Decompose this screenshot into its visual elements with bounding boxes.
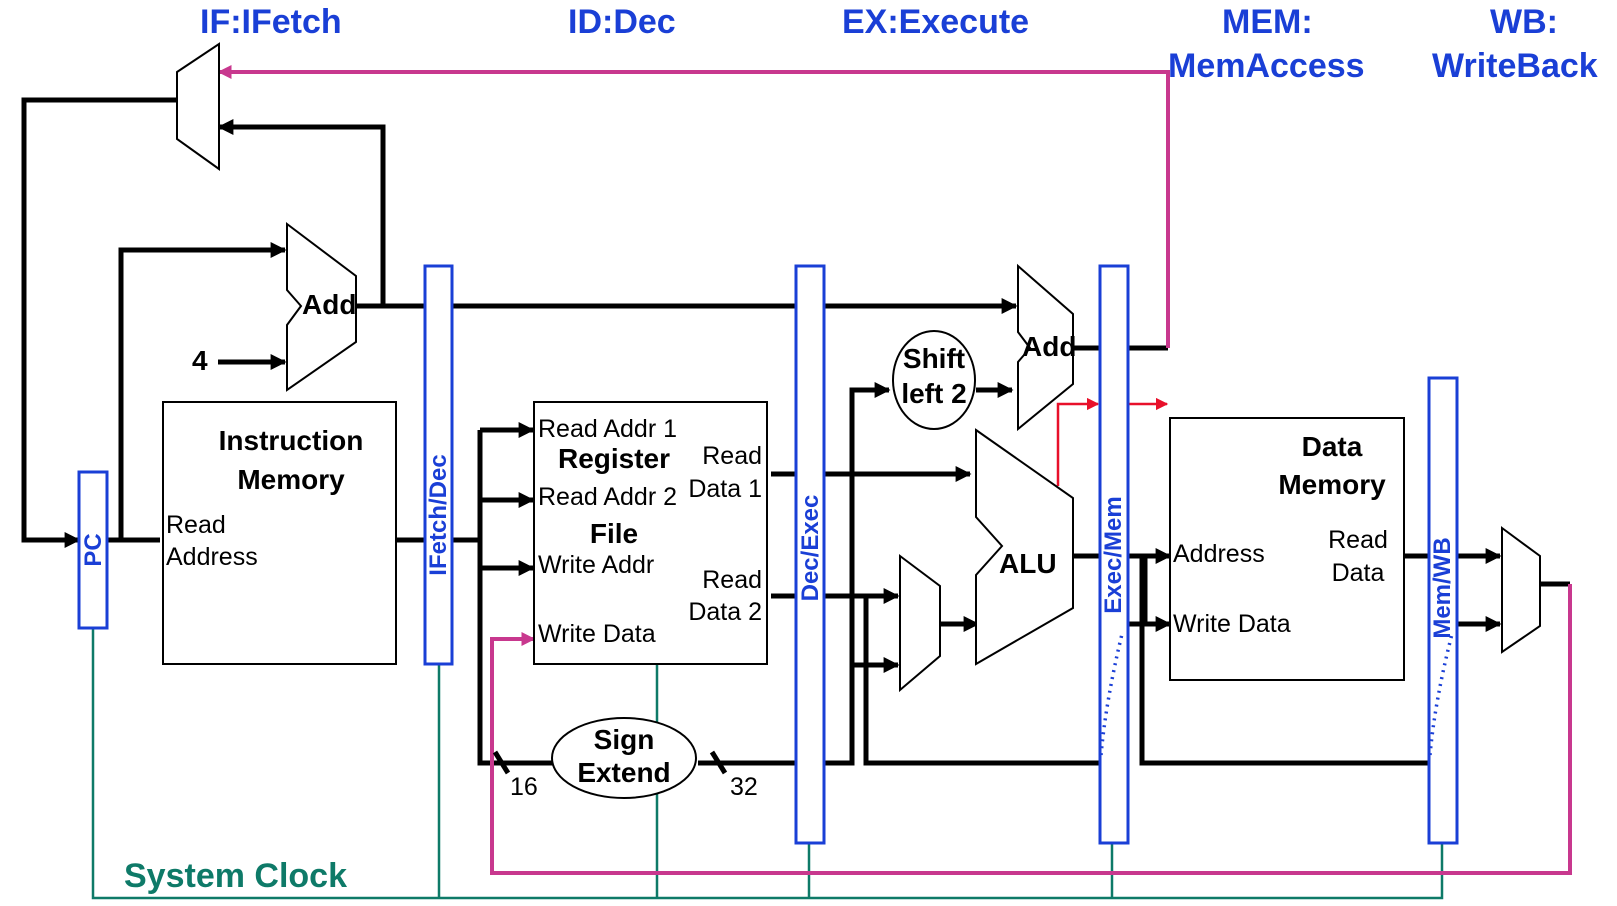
system-clock-label: System Clock xyxy=(124,857,347,895)
register-file-read-data1-line1: Read xyxy=(702,442,762,470)
data-memory-title-line2: Memory xyxy=(1278,469,1386,500)
register-file-read-data2-line2: Data 2 xyxy=(688,598,762,626)
mem-wb-register-label: Mem/WB xyxy=(1429,537,1456,638)
writeback-mux xyxy=(1501,526,1541,654)
instruction-memory xyxy=(162,401,397,665)
mem-wb-register xyxy=(1427,376,1459,845)
instruction-memory-title-line2: Memory xyxy=(237,464,345,495)
register-file-write-addr: Write Addr xyxy=(538,551,654,579)
stage-wb-label-line2: WriteBack xyxy=(1432,47,1598,85)
branch-adder-label: Add xyxy=(1022,331,1076,362)
data-memory-write-data: Write Data xyxy=(1173,610,1291,638)
register-file xyxy=(533,401,768,665)
datapath-wires xyxy=(21,97,1570,766)
instruction-memory-port-line1: Read xyxy=(166,511,226,539)
stage-mem-label-line1: MEM: xyxy=(1222,3,1313,41)
alu xyxy=(975,428,1074,666)
alu-label: ALU xyxy=(999,548,1057,579)
stage-ex-label: EX:Execute xyxy=(842,3,1029,41)
shift-left-line1: Shift xyxy=(903,343,965,374)
shift-left-unit xyxy=(892,330,976,430)
stage-id-label: ID:Dec xyxy=(568,3,676,41)
pc-register-label: PC xyxy=(80,533,107,566)
exec-mem-register-label: Exec/Mem xyxy=(1100,496,1127,613)
ifetch-dec-register-label: IFetch/Dec xyxy=(425,454,452,575)
register-file-read-data2-line1: Read xyxy=(702,566,762,594)
data-memory-read-data-line2: Data xyxy=(1332,559,1385,587)
alu-source-mux xyxy=(899,554,941,693)
stage-mem-label-line2: MemAccess xyxy=(1168,47,1365,85)
shift-left-line2: left 2 xyxy=(901,378,966,409)
register-file-write-data: Write Data xyxy=(538,620,656,648)
width-label-16: 16 xyxy=(510,773,538,801)
register-file-title-line2: File xyxy=(590,518,638,549)
stage-if-label: IF:IFetch xyxy=(200,3,342,41)
register-file-title-line1: Register xyxy=(558,443,670,474)
width-label-32: 32 xyxy=(730,773,758,801)
ifetch-dec-register xyxy=(423,264,454,666)
writeback-path xyxy=(490,584,1572,875)
width-tick-32 xyxy=(709,750,728,775)
sign-extend-unit xyxy=(551,717,697,799)
data-memory-address: Address xyxy=(1173,540,1265,568)
exec-mem-register xyxy=(1098,264,1130,845)
data-memory-read-data-line1: Read xyxy=(1328,526,1388,554)
data-memory xyxy=(1169,417,1405,681)
dec-exec-register xyxy=(794,264,826,845)
data-memory-title-line1: Data xyxy=(1302,431,1363,462)
branch-adder xyxy=(1017,263,1074,432)
constant-four-label: 4 xyxy=(192,345,208,376)
width-tick-16 xyxy=(492,750,511,775)
pc-adder xyxy=(286,221,357,392)
instruction-memory-port-line2: Address xyxy=(166,543,258,571)
pc-register xyxy=(77,470,109,630)
stage-wb-label-line1: WB: xyxy=(1490,3,1558,41)
register-file-read-addr1: Read Addr 1 xyxy=(538,415,677,443)
sign-extend-line2: Extend xyxy=(577,757,670,788)
dec-exec-register-label: Dec/Exec xyxy=(797,495,824,602)
branch-target-path xyxy=(217,65,1170,348)
sign-extend-line1: Sign xyxy=(594,724,655,755)
pc-adder-label: Add xyxy=(302,289,356,320)
instruction-memory-title-line1: Instruction xyxy=(219,425,364,456)
pc-source-mux xyxy=(176,42,220,171)
register-file-read-data1-line2: Data 1 xyxy=(688,475,762,503)
register-file-read-addr2: Read Addr 2 xyxy=(538,483,677,511)
zero-flag-path xyxy=(1056,397,1100,486)
